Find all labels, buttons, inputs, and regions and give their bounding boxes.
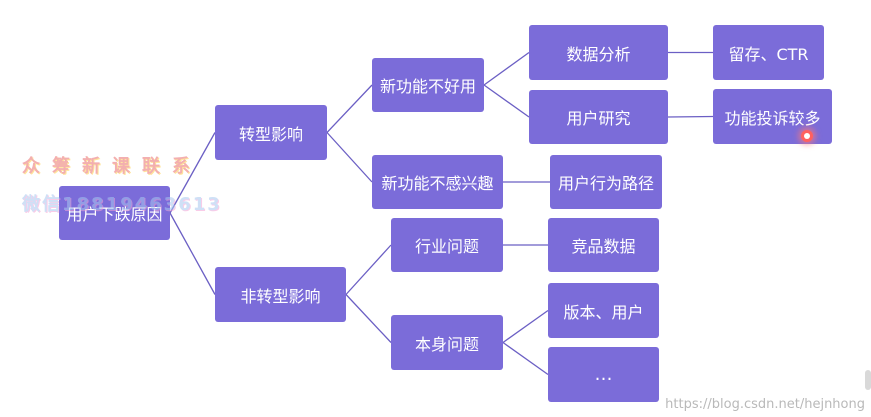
- node-user-behavior-path: 用户行为路径: [550, 155, 662, 209]
- node-transform-impact: 转型影响: [215, 105, 327, 160]
- edge-non_transform-to-own_issue: [345, 294, 392, 343]
- scrollbar-thumb[interactable]: [865, 370, 871, 390]
- node-own-issue: 本身问题: [391, 315, 503, 370]
- edge-user_research-to-complaints: [667, 115, 714, 118]
- edge-own_issue-to-version_user: [502, 309, 549, 344]
- source-url-watermark: https://blog.csdn.net/hejnhong: [665, 397, 865, 412]
- edge-transform-to-new_feature_bad: [326, 84, 373, 133]
- node-competitor-data: 竞品数据: [548, 218, 659, 272]
- edge-non_transform-to-industry_issue: [345, 244, 392, 295]
- watermark-line-1: 众筹新课联系: [22, 156, 202, 177]
- node-new-feature-bad: 新功能不好用: [372, 58, 484, 112]
- edge-root-to-transform: [169, 132, 216, 214]
- edge-root-to-non_transform: [169, 212, 216, 295]
- node-non-transform-impact: 非转型影响: [215, 267, 346, 322]
- edge-new_feature_bad-to-data_analysis: [483, 51, 530, 86]
- node-retention-ctr: 留存、CTR: [713, 25, 824, 80]
- edge-transform-to-new_feature_uninterested: [326, 132, 373, 183]
- cursor-highlight-icon: [801, 130, 813, 142]
- node-industry-issue: 行业问题: [391, 218, 503, 272]
- watermark-line-2: 微信18819463613: [22, 194, 222, 215]
- node-data-analysis: 数据分析: [529, 25, 668, 80]
- node-user-research: 用户研究: [529, 90, 668, 144]
- edge-new_feature_bad-to-user_research: [483, 84, 530, 118]
- node-version-user: 版本、用户: [548, 283, 659, 338]
- node-new-feature-uninterested: 新功能不感兴趣: [372, 155, 503, 209]
- node-ellipsis: …: [548, 347, 659, 402]
- edge-own_issue-to-ellipsis: [502, 341, 549, 376]
- node-root-user-decline-reasons: 用户下跌原因: [59, 186, 170, 240]
- node-feature-complaints: 功能投诉较多: [713, 89, 832, 144]
